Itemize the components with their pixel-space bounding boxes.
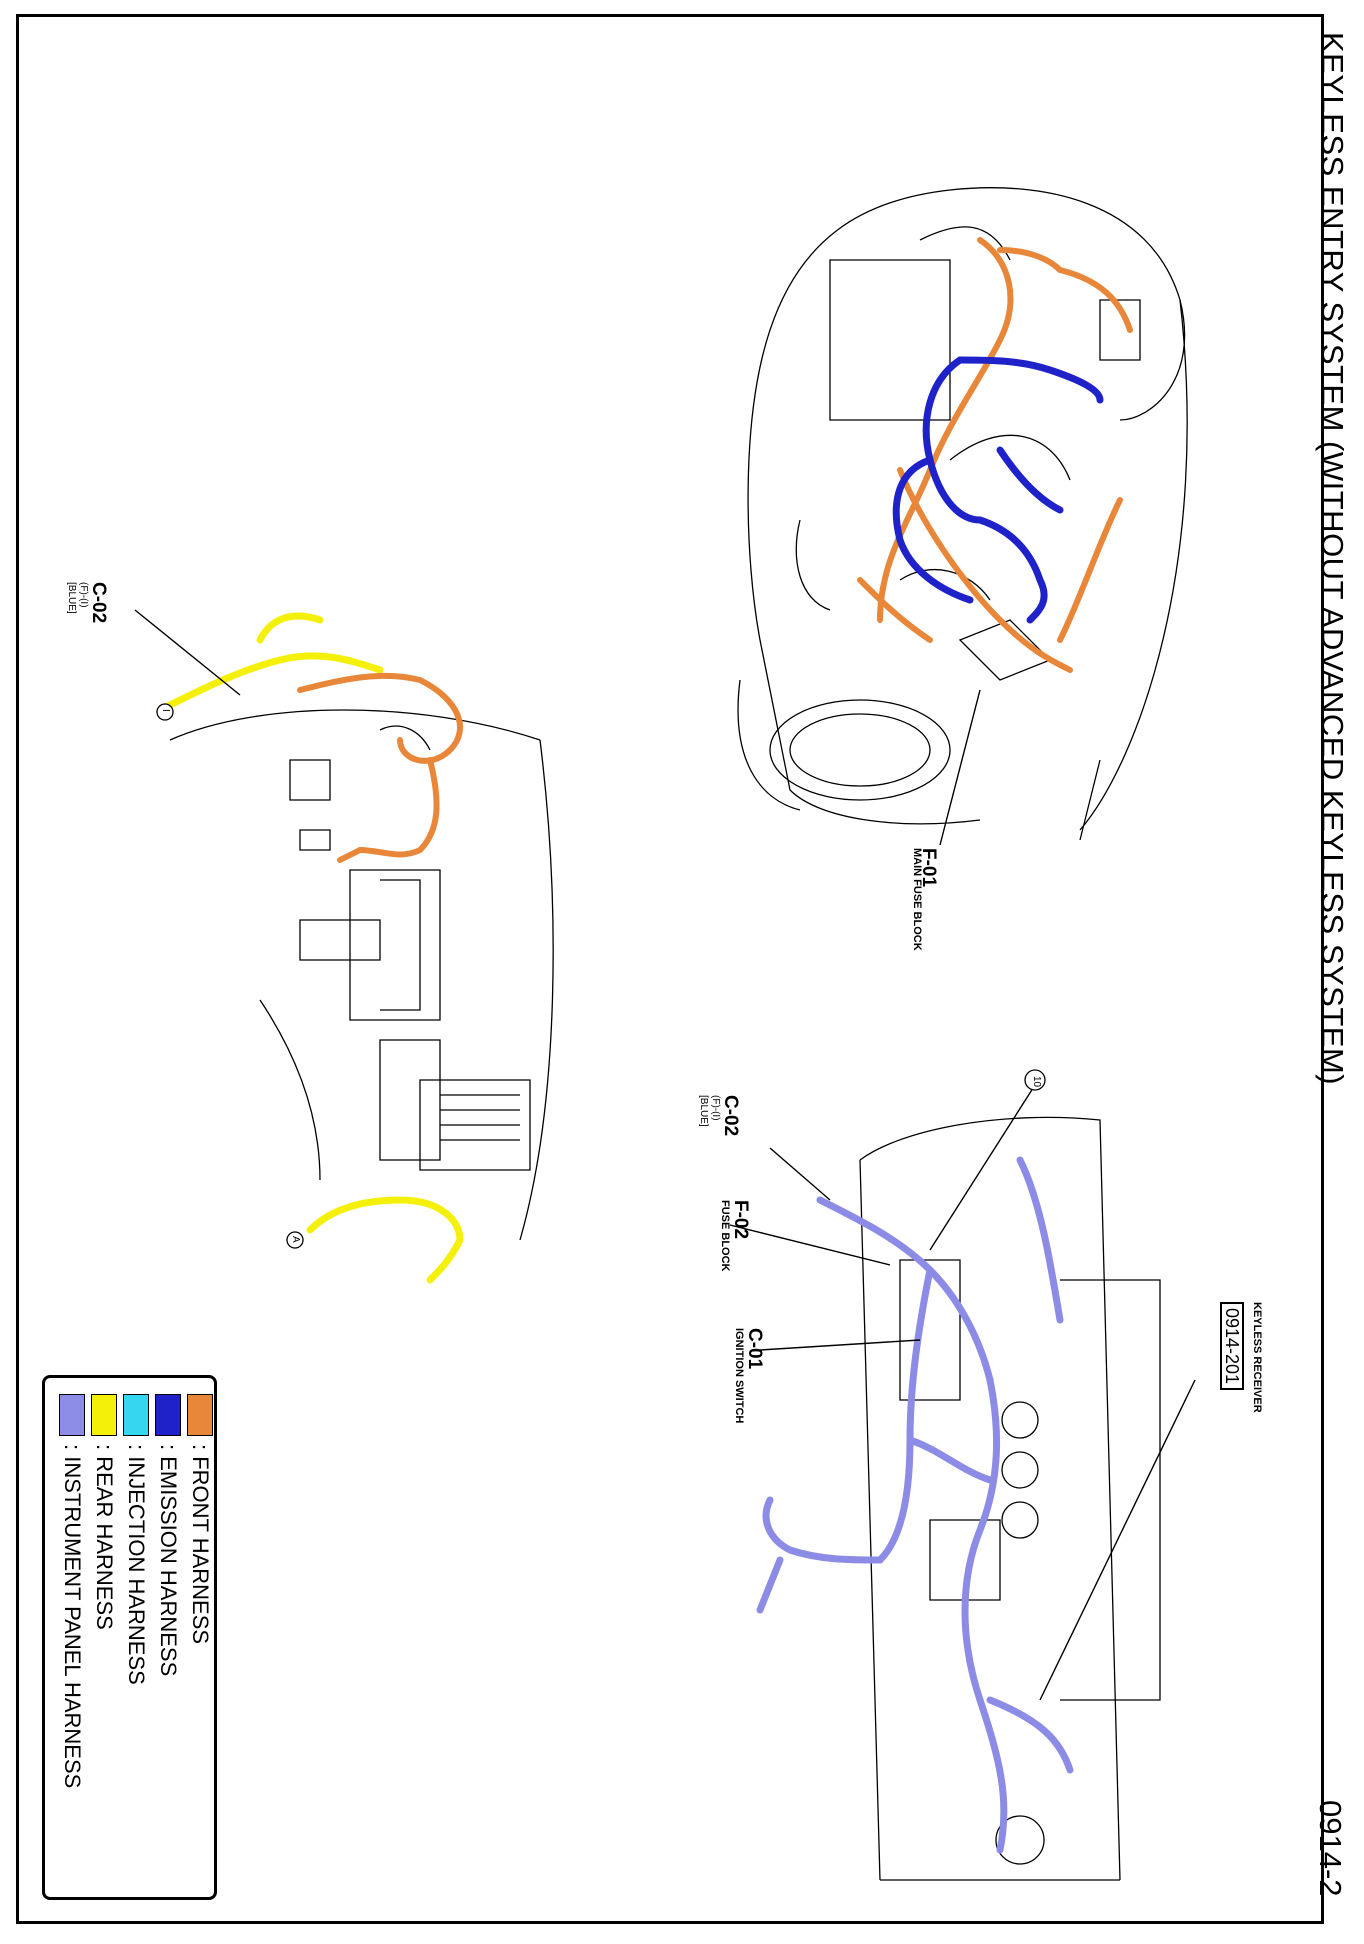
legend-swatch-injection (123, 1394, 149, 1436)
marker-10-label: 10 (1031, 1076, 1042, 1088)
marker-i-label: I (160, 709, 171, 712)
marker-a (286, 1231, 304, 1249)
page-number: 0914-2 (1313, 1800, 1348, 1897)
f02-desc: FUSE BLOCK (719, 1200, 731, 1272)
dash-area-drawing (169, 709, 554, 1241)
c02-left-sub1: (F)-(I) (78, 582, 89, 608)
marker-i (156, 703, 174, 721)
marker-a-label: A (290, 1236, 301, 1243)
leader-lines (134, 609, 1196, 1701)
marker-10 (1024, 1069, 1046, 1091)
receiver-code: 0914-201 (1220, 1302, 1244, 1391)
legend-label-front: : FRONT HARNESS (188, 1444, 213, 1645)
legend-label-injection: : INJECTION HARNESS (124, 1444, 149, 1685)
legend-label-emission: : EMISSION HARNESS (156, 1444, 181, 1677)
c02-top-sub2: [BLUE] (698, 1095, 709, 1127)
rear-harness (156, 612, 464, 1284)
c02-top-sub1: (F)-(I) (710, 1095, 721, 1121)
drawing-frame (16, 14, 1324, 1924)
instrument-panel-drawing (859, 1116, 1161, 1881)
c02-left-code: C-02 (88, 582, 109, 624)
page-title: KEYLESS ENTRY SYSTEM (WITHOUT ADVANCED K… (1315, 32, 1350, 1086)
front-harness-dash (297, 672, 463, 863)
legend-swatch-rear (91, 1394, 117, 1436)
emission-harness-engine (892, 356, 1104, 624)
diagram-markers (156, 703, 1046, 1249)
legend-swatch-front (187, 1394, 213, 1436)
f01-desc: MAIN FUSE BLOCK (911, 848, 923, 951)
legend-label-rear: : REAR HARNESS (92, 1444, 117, 1630)
c01-desc: IGNITION SWITCH (733, 1328, 745, 1424)
legend-swatch-instrument-panel (59, 1394, 85, 1436)
harness-legend: : FRONT HARNESS : EMISSION HARNESS : INJ… (42, 1375, 217, 1900)
c02-left-sub2: [BLUE] (66, 582, 77, 614)
c01-code: C-01 (744, 1328, 765, 1370)
receiver-desc: KEYLESS RECEIVER (1251, 1302, 1263, 1413)
f02-code: F-02 (730, 1200, 751, 1240)
legend-swatch-emission (155, 1394, 181, 1436)
legend-label-instrument-panel: : INSTRUMENT PANEL HARNESS (60, 1444, 85, 1789)
instrument-panel-harness (756, 1156, 1074, 1854)
c02-top-code: C-02 (720, 1095, 741, 1137)
front-harness-engine (857, 237, 1133, 673)
